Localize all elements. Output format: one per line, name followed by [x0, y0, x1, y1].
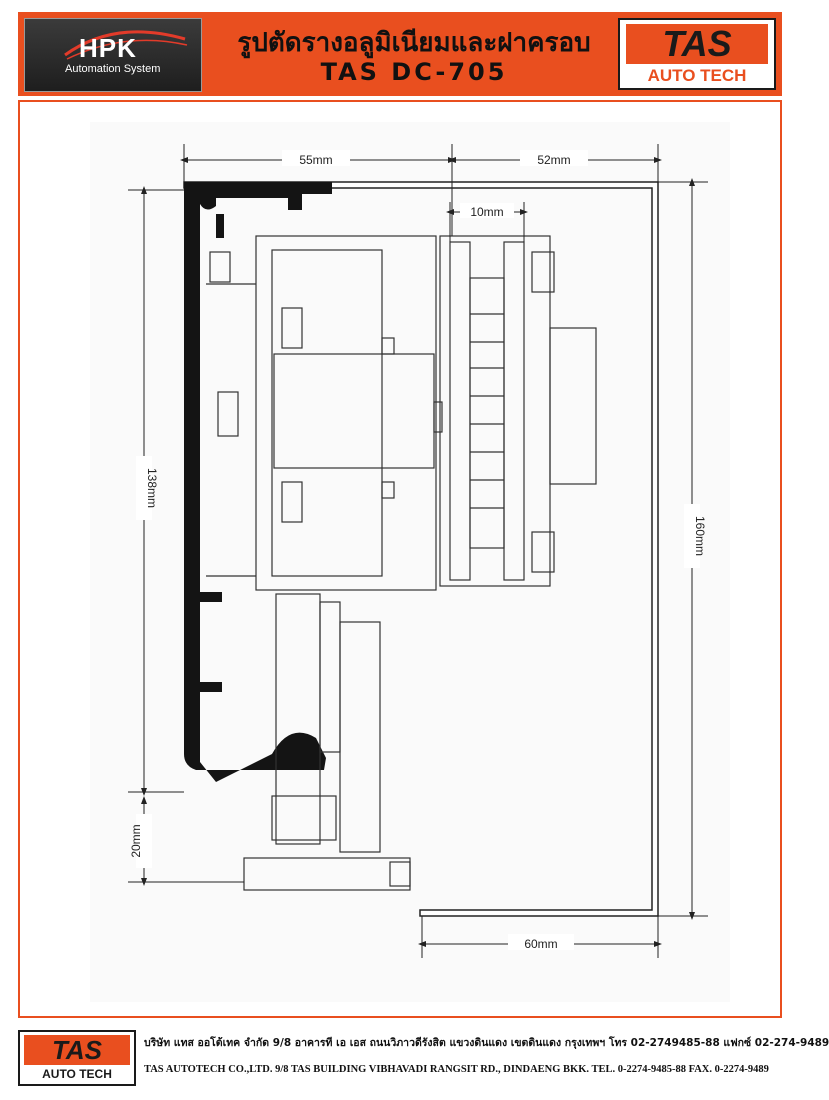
- dimension-52mm: [448, 144, 662, 182]
- cover-outline: [183, 181, 659, 917]
- page-title: รูปตัดรางอลูมิเนียมและฝาครอบ: [237, 28, 591, 58]
- footer: TAS AUTO TECH บริษัท แทส ออโต้เทค จำกัด …: [18, 1026, 829, 1090]
- lower-bracket-assembly: [243, 593, 411, 891]
- hpk-logo: HPK Automation System: [24, 18, 202, 92]
- dimension-label-60mm: 60mm: [524, 937, 557, 951]
- dimension-label-138mm: 138mm: [145, 468, 159, 508]
- dimension-160mm: [658, 178, 708, 920]
- tas-logo-header: TAS AUTO TECH: [618, 18, 776, 90]
- tas-logo-footer: TAS AUTO TECH: [18, 1030, 136, 1086]
- dimension-10mm: [446, 202, 528, 242]
- dimension-label-20mm: 20mm: [129, 824, 143, 857]
- motor-trolley-block: [206, 235, 443, 591]
- aluminium-rail-profile: [184, 182, 332, 782]
- tas-footer-logo-name: TAS: [24, 1035, 130, 1065]
- header-banner: HPK Automation System รูปตัดรางอลูมิเนีย…: [18, 12, 782, 96]
- tas-logo-name: TAS: [626, 24, 768, 64]
- hpk-swoosh-icon: [64, 30, 188, 60]
- model-number: TAS DC-705: [320, 58, 508, 86]
- dimension-138mm: [128, 186, 184, 796]
- hpk-logo-subtitle: Automation System: [65, 63, 161, 75]
- dimension-label-55mm: 55mm: [299, 153, 332, 167]
- tas-logo-subtitle: AUTO TECH: [647, 66, 747, 85]
- dimension-label-10mm: 10mm: [470, 205, 503, 219]
- dimension-20mm: [128, 796, 244, 886]
- dimension-label-52mm: 52mm: [537, 153, 570, 167]
- dimension-label-160mm: 160mm: [693, 516, 707, 556]
- cross-section-drawing: 55mm 52mm 10mm 138mm 2: [90, 122, 730, 1002]
- pulley-wheel-assembly: [439, 235, 597, 587]
- company-address-english: TAS AUTOTECH CO.,LTD. 9/8 TAS BUILDING V…: [144, 1064, 769, 1075]
- drawing-frame: 55mm 52mm 10mm 138mm 2: [18, 100, 782, 1018]
- dimension-60mm: [418, 916, 662, 958]
- tas-footer-logo-subtitle: AUTO TECH: [42, 1067, 112, 1081]
- hpk-logo-name: HPK: [79, 33, 137, 63]
- company-address-thai: บริษัท แทส ออโต้เทค จำกัด 9/8 อาคารที เอ…: [144, 1037, 829, 1049]
